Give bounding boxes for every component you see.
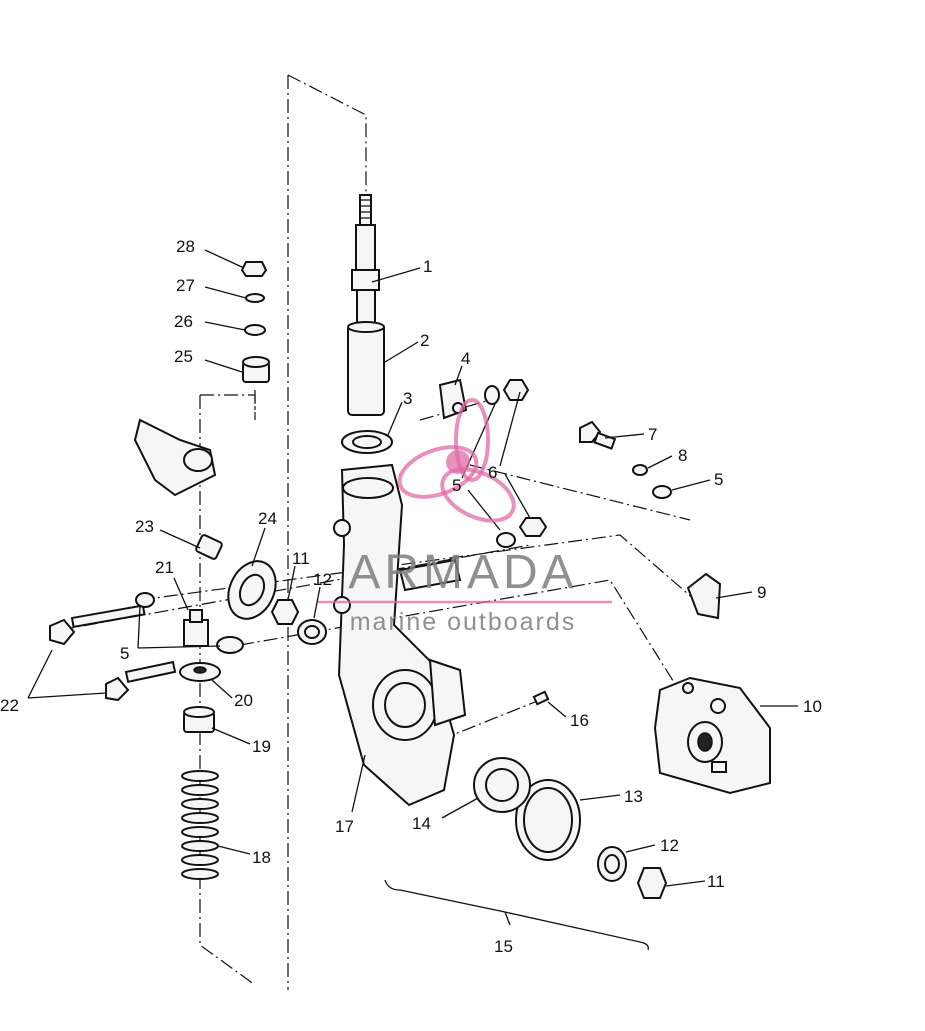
callout-1: 1: [423, 257, 432, 276]
part-28-nut: [240, 261, 268, 277]
callout-28: 28: [176, 237, 195, 256]
part-3-seal: [341, 430, 393, 454]
part-22-bolt-upper: [49, 604, 146, 646]
callout-16: 16: [570, 711, 589, 730]
part-12-ring-left: [297, 619, 327, 645]
part-8-washer: [632, 464, 648, 476]
callout-10: 10: [803, 697, 822, 716]
part-23-bushing: [195, 534, 223, 560]
part-13-bearing-race: [515, 779, 581, 861]
callout-8: 8: [678, 446, 687, 465]
callout-11a: 11: [292, 549, 310, 568]
part-11-nut-right: [636, 867, 668, 899]
callout-14: 14: [412, 814, 431, 833]
propeller-logo-icon: [397, 398, 516, 523]
watermark: ARMADA marine outboards: [318, 398, 612, 636]
part-5-washer-lower: [216, 636, 244, 654]
part-5-6-washer-nut-upper: [484, 379, 548, 548]
part-7-bolt: [579, 420, 617, 450]
callout-12a: 12: [313, 570, 332, 589]
part-25-sleeve: [242, 356, 270, 383]
callout-21: 21: [155, 558, 174, 577]
callout-17: 17: [335, 817, 354, 836]
callout-20: 20: [234, 691, 253, 710]
part-22-bolt-lower: [105, 660, 177, 702]
callout-2: 2: [420, 331, 429, 350]
watermark-tagline: marine outboards: [350, 608, 577, 636]
part-26-washer: [244, 324, 266, 336]
callout-labels: 1 2 3 4 5 6 7 8 5 9 10 11 12 11 12 13 14…: [0, 237, 822, 956]
callout-15: 15: [494, 937, 513, 956]
part-27-washer: [245, 293, 265, 303]
callout-24: 24: [258, 509, 277, 528]
callout-13: 13: [624, 787, 643, 806]
callout-11b: 11: [707, 872, 725, 891]
part-14-seal: [473, 757, 531, 813]
callout-3: 3: [403, 389, 412, 408]
part-1-spindle: [351, 194, 380, 326]
part-11-nut-left: [270, 599, 300, 625]
callout-5a: 5: [452, 476, 461, 495]
callout-25: 25: [174, 347, 193, 366]
part-2-tube: [347, 321, 385, 416]
part-5-washer-bolt: [135, 592, 155, 608]
callout-23: 23: [135, 517, 154, 536]
part-9-wedge: [686, 572, 722, 620]
callout-9: 9: [757, 583, 766, 602]
callout-19: 19: [252, 737, 271, 756]
callout-5b: 5: [714, 470, 723, 489]
callout-26: 26: [174, 312, 193, 331]
callout-27: 27: [176, 276, 195, 295]
part-5-washer-right: [652, 485, 672, 499]
callout-4: 4: [461, 349, 470, 368]
mount-bracket: [133, 418, 217, 497]
part-10-caliper: [653, 676, 771, 795]
part-17-knuckle: [333, 463, 467, 807]
watermark-brand: ARMADA: [348, 546, 577, 599]
part-18-spring: [181, 770, 219, 880]
callout-18: 18: [252, 848, 271, 867]
callout-7: 7: [648, 425, 657, 444]
part-16-grease-fitting: [532, 690, 550, 706]
callout-6: 6: [488, 463, 497, 482]
leader-lines: [27, 249, 798, 951]
callout-22: 22: [0, 696, 19, 715]
part-24-bearing: [227, 560, 277, 620]
part-4-tab-washer: [438, 378, 468, 420]
part-21-nut: [183, 609, 209, 647]
callout-5c: 5: [120, 644, 129, 663]
part-19-bushing: [183, 706, 215, 733]
callout-12b: 12: [660, 836, 679, 855]
part-12-ring-right: [597, 846, 627, 882]
part-20-retainer: [179, 662, 221, 682]
